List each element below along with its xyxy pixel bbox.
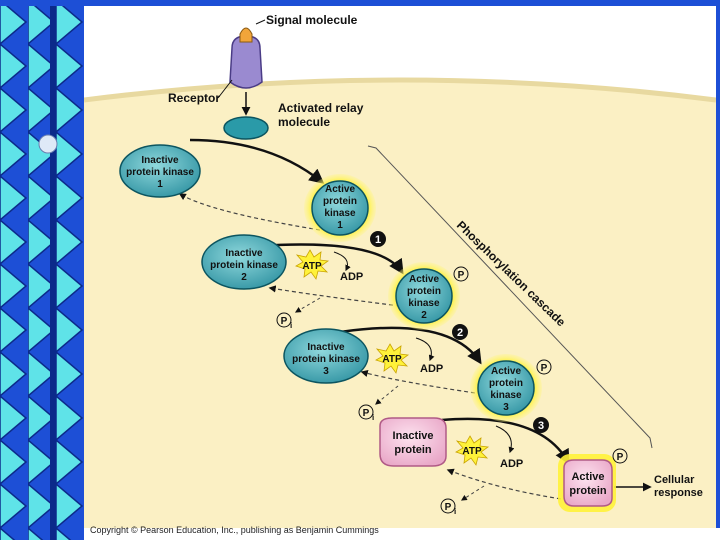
step-3-number: 3	[538, 420, 544, 432]
active-k1-line4: 1	[337, 220, 343, 231]
inactive-k2-line2: protein kinase	[210, 260, 278, 271]
active-kinase-1: Active protein kinase 1	[304, 174, 376, 242]
pi-1-sub: i	[290, 321, 292, 330]
phosphate-k2: P	[453, 266, 469, 282]
pi-arrow-k3	[375, 385, 399, 405]
active-protein-line2: protein	[569, 485, 607, 497]
plasma-membrane	[84, 77, 716, 103]
active-k1-line2: protein	[323, 196, 357, 207]
active-kinase-2: Active protein kinase 2	[388, 262, 460, 330]
phosphate-k3: P	[536, 359, 552, 375]
active-k2-line2: protein	[407, 286, 441, 297]
arrow-k1-activation	[257, 243, 404, 275]
step-3-marker: 3	[533, 417, 549, 433]
inactive-protein-line2: protein	[394, 444, 432, 456]
phosphorylation-cascade-diagram: Signal molecule Receptor Activated relay…	[84, 13, 716, 528]
dephos-arrow-protein	[446, 468, 569, 501]
inactive-kinase-2: Inactive protein kinase 2	[201, 234, 287, 290]
inactive-k1-line3: 1	[157, 179, 163, 190]
adp-label-1: ADP	[340, 271, 363, 283]
inactive-k2-line3: 2	[241, 272, 247, 283]
step-1-marker: 1	[370, 231, 386, 247]
pi-2: P i	[358, 404, 374, 422]
pi-arrow-k2	[294, 297, 321, 313]
adp-arrow-3	[495, 425, 515, 454]
active-protein: Active protein	[558, 454, 616, 512]
active-k3-line3: kinase	[490, 390, 522, 401]
pi-arrow-protein	[460, 485, 485, 501]
pi-3-sub: i	[454, 507, 456, 516]
phosphate-k3-label: P	[541, 363, 548, 374]
inactive-protein-line1: Inactive	[393, 430, 434, 442]
step-2-number: 2	[457, 327, 463, 339]
phosphate-k2-label: P	[458, 270, 465, 281]
active-k1-line1: Active	[325, 184, 355, 195]
diagram-panel: Signal molecule Receptor Activated relay…	[84, 6, 716, 528]
cellular-response-line1: Cellular	[654, 474, 695, 486]
copyright-footer: Copyright © Pearson Education, Inc., pub…	[90, 525, 379, 535]
relay-label-line2: molecule	[278, 115, 330, 129]
arrow-relay-to-k1	[189, 138, 325, 184]
cellular-response-line2: response	[654, 487, 703, 499]
signal-pointer	[255, 19, 266, 25]
phosphate-protein: P	[612, 448, 628, 464]
active-k2-line4: 2	[421, 310, 427, 321]
atp-label-3: ATP	[462, 446, 482, 457]
pi-2-label: P	[363, 408, 370, 419]
active-protein-line1: Active	[571, 471, 604, 483]
atp-burst-1: ATP	[295, 249, 330, 280]
step-2-marker: 2	[452, 324, 468, 340]
receptor-pointer	[217, 79, 233, 99]
phosphate-protein-label: P	[617, 452, 624, 463]
dephos-arrow-k1	[178, 193, 321, 231]
inactive-kinase-3: Inactive protein kinase 3	[283, 328, 369, 384]
cascade-bracket	[367, 145, 653, 449]
receptor	[229, 27, 263, 89]
atp-label-2: ATP	[382, 354, 402, 365]
active-k2-line1: Active	[409, 274, 439, 285]
active-k3-line2: protein	[489, 378, 523, 389]
inactive-k3-line3: 3	[323, 366, 329, 377]
inactive-k1-line2: protein kinase	[126, 167, 194, 178]
active-k2-line3: kinase	[408, 298, 440, 309]
receptor-label: Receptor	[168, 91, 220, 105]
adp-label-2: ADP	[420, 363, 443, 375]
pi-1-label: P	[281, 316, 288, 327]
active-k3-line1: Active	[491, 366, 521, 377]
active-kinase-3: Active protein kinase 3	[470, 354, 542, 422]
dephos-arrow-k2	[268, 285, 401, 307]
inactive-kinase-1: Inactive protein kinase 1	[119, 144, 201, 198]
adp-arrow-1	[333, 251, 351, 272]
active-k3-line4: 3	[503, 402, 509, 413]
inactive-k1-line1: Inactive	[141, 155, 179, 166]
arrow-k2-activation	[339, 326, 482, 365]
pi-2-sub: i	[372, 413, 374, 422]
inactive-protein: Inactive protein	[379, 417, 447, 467]
dephos-arrow-k3	[360, 369, 483, 395]
step-1-number: 1	[375, 234, 381, 246]
adp-label-3: ADP	[500, 458, 523, 470]
atp-burst-3: ATP	[455, 435, 490, 466]
relay-molecule	[223, 116, 269, 140]
pi-3: P i	[440, 498, 456, 516]
inactive-k3-line1: Inactive	[307, 342, 345, 353]
pi-3-label: P	[445, 502, 452, 513]
active-k1-line3: kinase	[324, 208, 356, 219]
atp-burst-2: ATP	[375, 343, 410, 374]
adp-arrow-2	[415, 337, 435, 362]
inactive-k3-line2: protein kinase	[292, 354, 360, 365]
relay-label-line1: Activated relay	[278, 101, 364, 115]
pi-1: P i	[276, 312, 292, 330]
inactive-k2-line1: Inactive	[225, 248, 263, 259]
signal-molecule-label: Signal molecule	[266, 13, 358, 27]
atp-label-1: ATP	[302, 261, 322, 272]
arrow-k3-activation	[441, 417, 570, 465]
